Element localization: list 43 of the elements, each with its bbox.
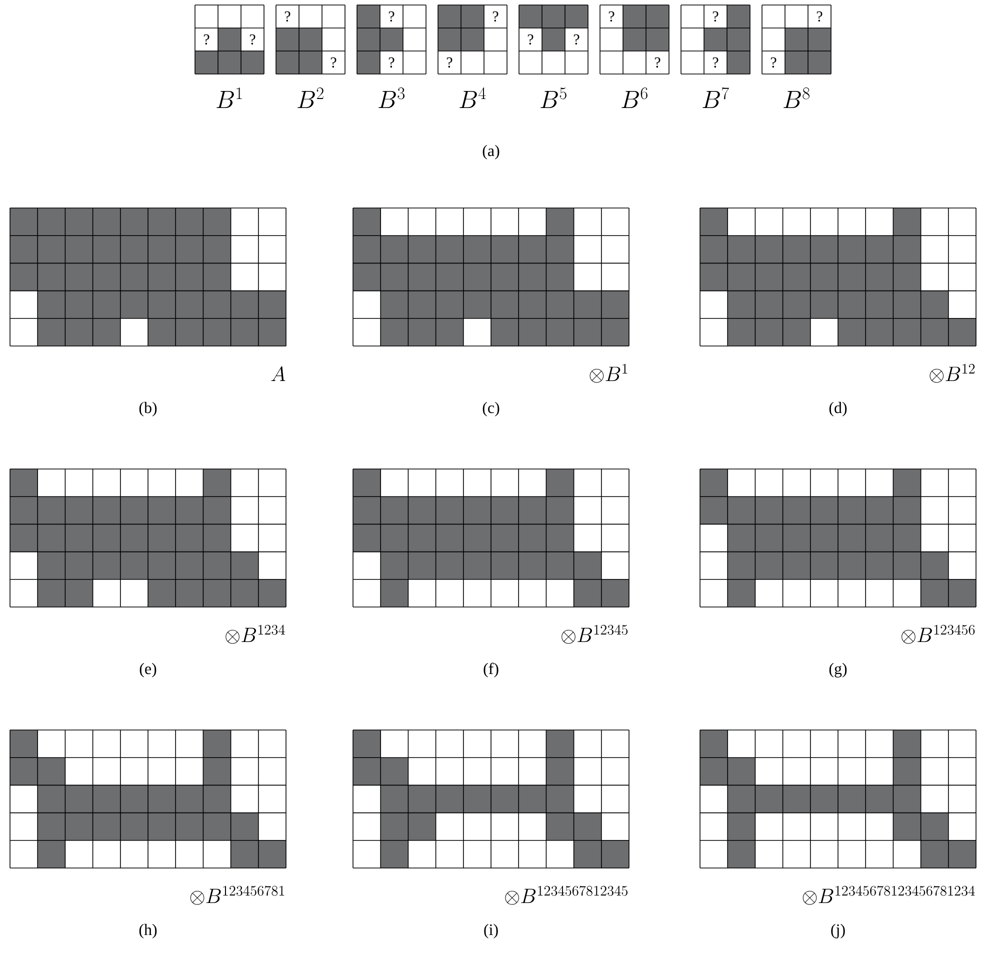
question-mark: ?	[770, 57, 776, 68]
subfigure-label: (c)	[482, 402, 500, 416]
question-mark: ?	[654, 57, 660, 68]
question-mark: ?	[330, 57, 336, 68]
question-mark: ?	[492, 11, 498, 22]
question-mark: ?	[446, 57, 452, 68]
operation-label: $\otimes B^{1}$	[590, 364, 628, 383]
question-mark: ?	[608, 11, 614, 22]
subfigure-label: (i)	[484, 924, 498, 938]
question-mark: ?	[204, 34, 210, 45]
element-label: $B^{1}$	[216, 88, 242, 108]
question-mark: ?	[284, 11, 290, 22]
subfigure-label: (g)	[829, 662, 847, 678]
subfigure-label: (h)	[139, 924, 157, 938]
element-label: $B^{6}$	[622, 88, 648, 108]
question-mark: ?	[388, 11, 394, 22]
subfigure-label: (e)	[140, 662, 156, 678]
question-mark: ?	[388, 57, 394, 68]
subfigure-label: (b)	[139, 402, 157, 416]
subfigure-label: (j)	[831, 924, 845, 938]
question-mark: ?	[712, 57, 718, 68]
operation-label: $A$	[271, 366, 286, 381]
subfigure-label: (a)	[482, 144, 500, 160]
subfigure-label: (d)	[829, 402, 847, 416]
operation-label: $\otimes B^{12345}$	[562, 624, 628, 644]
element-label: $B^{2}$	[298, 88, 324, 108]
operation-label: $\otimes B^{123456}$	[902, 624, 975, 644]
question-mark: ?	[528, 34, 534, 45]
question-mark: ?	[816, 11, 822, 22]
element-label: $B^{4}$	[460, 87, 486, 108]
operation-label: $\otimes B^{12}$	[930, 364, 975, 383]
question-mark: ?	[712, 11, 718, 22]
element-label: $B^{5}$	[540, 88, 566, 108]
element-label: $B^{3}$	[378, 88, 405, 108]
element-label: $B^{7}$	[702, 87, 729, 108]
question-mark: ?	[574, 34, 580, 45]
element-label: $B^{8}$	[784, 88, 810, 108]
subfigure-label: (f)	[484, 662, 498, 678]
operation-label: $\otimes B^{1234567812345}$	[505, 886, 628, 905]
operation-label: $\otimes B^{1234}$	[226, 624, 285, 644]
question-mark: ?	[250, 34, 256, 45]
operation-label: $\otimes B^{123456781}$	[190, 886, 284, 905]
operation-label: $\otimes B^{12345678123456781234}$	[802, 886, 975, 905]
